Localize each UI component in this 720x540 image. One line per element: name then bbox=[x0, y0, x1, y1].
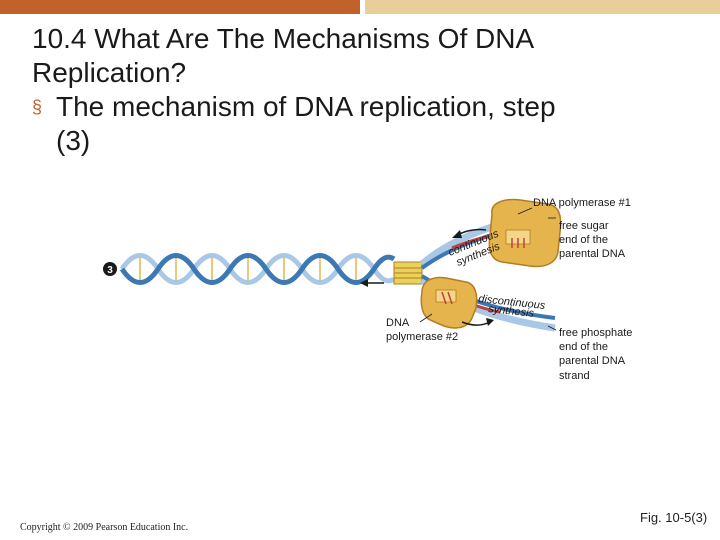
copyright-notice: Copyright © 2009 Pearson Education Inc. bbox=[20, 522, 189, 533]
label-discontinuous-synthesis: synthesis bbox=[488, 303, 535, 320]
bullet-item: § The mechanism of DNA replication, step… bbox=[32, 90, 692, 158]
label-dna-polymerase-2-line2: polymerase #2 bbox=[386, 331, 458, 343]
header-accent-light bbox=[365, 0, 720, 14]
label-free-sugar-1: free sugar bbox=[559, 220, 609, 232]
bullet-marker: § bbox=[32, 97, 43, 117]
label-free-sugar-3: parental DNA bbox=[559, 248, 626, 260]
label-free-phosphate-1: free phosphate bbox=[559, 327, 632, 339]
replication-fork-enzyme bbox=[393, 261, 423, 285]
label-dna-polymerase-2-line1: DNA bbox=[386, 317, 410, 329]
slide-title: 10.4 What Are The Mechanisms Of DNA Repl… bbox=[32, 23, 533, 88]
label-free-phosphate-2: end of the bbox=[559, 341, 608, 353]
synthesis-arrows bbox=[360, 228, 494, 326]
figure-caption: Fig. 10-5(3) bbox=[640, 510, 708, 525]
bullet-text: The mechanism of DNA replication, step (… bbox=[56, 91, 556, 156]
step-number: 3 bbox=[107, 265, 113, 276]
dna-polymerase-2 bbox=[420, 276, 478, 329]
header-accent-dark bbox=[0, 0, 360, 14]
double-helix bbox=[119, 253, 396, 285]
step-number-badge bbox=[103, 262, 117, 276]
label-free-sugar-2: end of the bbox=[559, 234, 608, 246]
label-free-phosphate-4: strand bbox=[559, 370, 590, 382]
dna-polymerase-1 bbox=[488, 198, 562, 268]
label-dna-polymerase-1: DNA polymerase #1 bbox=[533, 197, 631, 209]
label-free-phosphate-3: parental DNA bbox=[559, 355, 626, 367]
header-accent-bar bbox=[0, 0, 720, 14]
callout-lines bbox=[419, 207, 557, 331]
